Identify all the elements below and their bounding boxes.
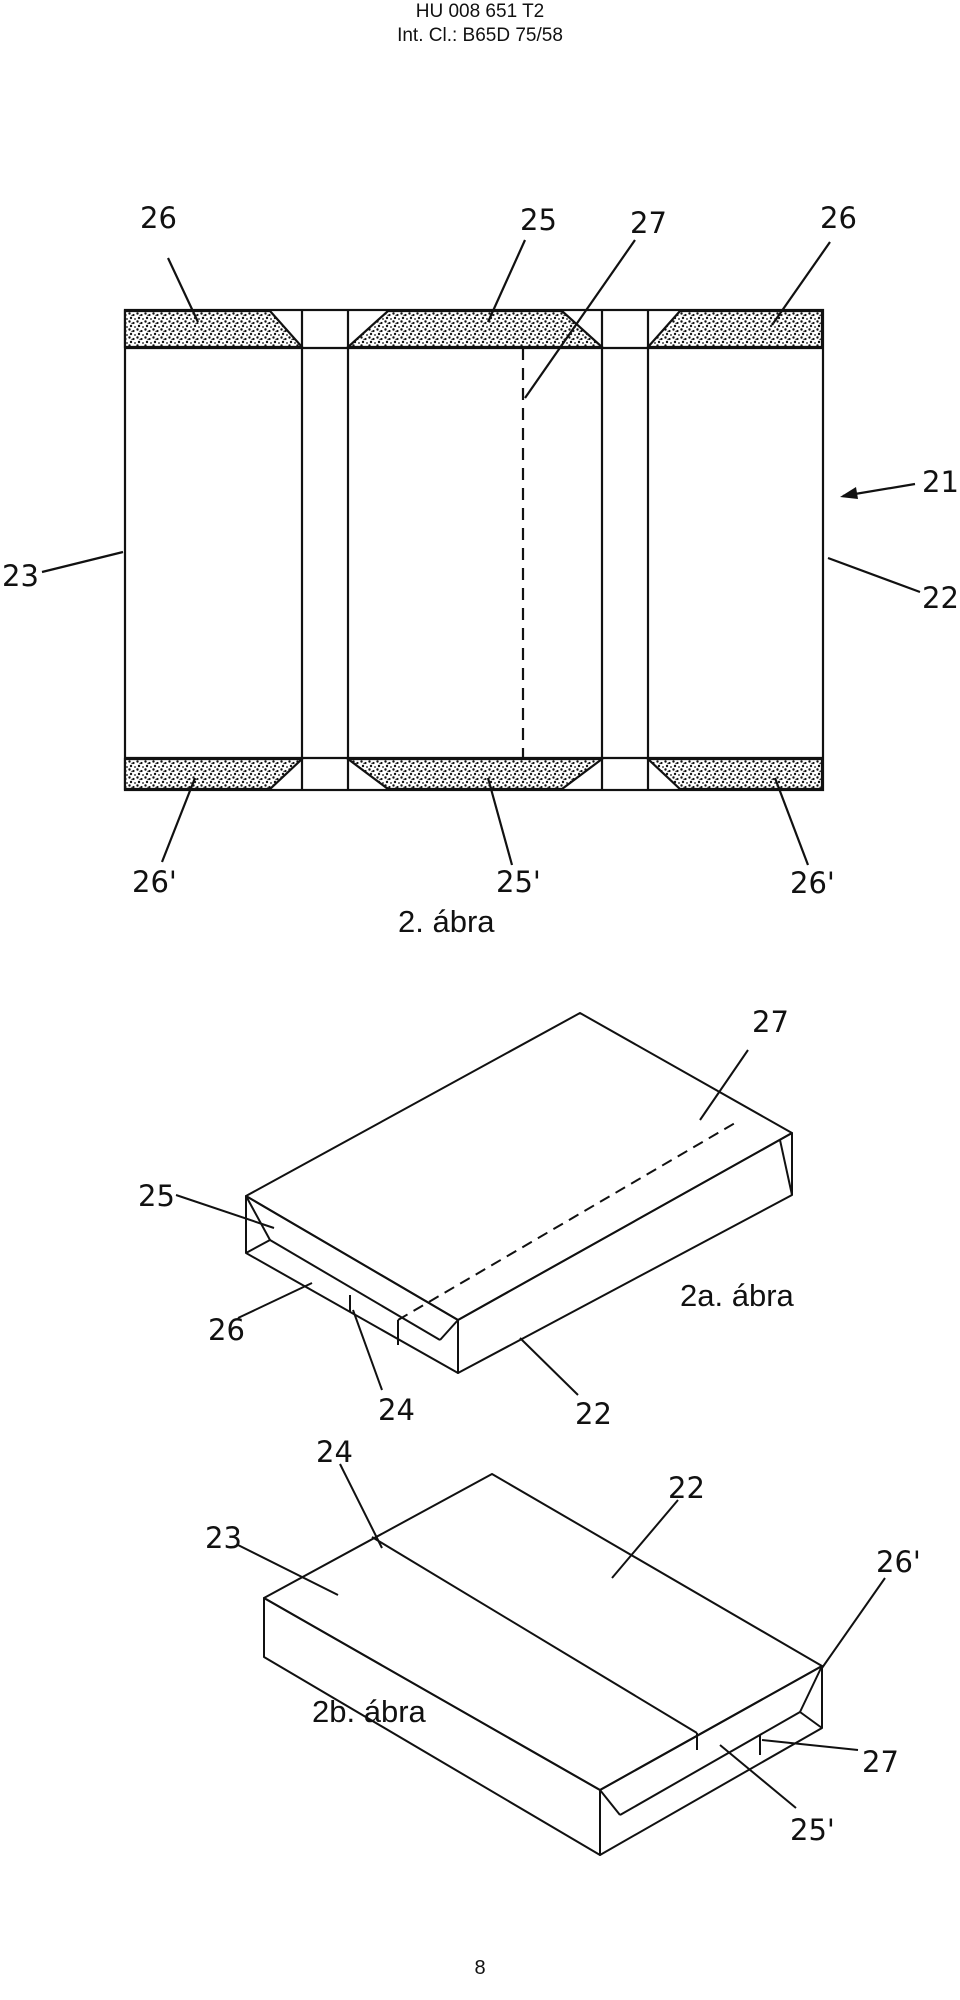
label-26-top-left: 26 [140, 201, 177, 235]
leader-27-2b [761, 1739, 859, 1751]
patent-number: HU 008 651 T2 [415, 1, 545, 22]
leader-23-2b [237, 1544, 339, 1596]
caption-figure-2a: 2a. ábra [680, 1278, 795, 1313]
leader-26-top-left [167, 257, 199, 323]
label-22-2a: 22 [575, 1397, 612, 1431]
figure-2 [41, 239, 921, 866]
end-flap-seam-2b [619, 1711, 801, 1816]
glue-zone-25-top [345, 309, 605, 349]
arrow-21-head [840, 487, 858, 499]
leader-25-2a [175, 1194, 275, 1229]
leader-25-top [486, 239, 527, 323]
leader-26p-bottom-right [773, 777, 810, 866]
end-flap-right [439, 1319, 459, 1373]
leader-26-2a [237, 1282, 313, 1319]
label-27-2a: 27 [752, 1005, 789, 1039]
leader-22 [827, 556, 921, 594]
leader-24-2b [339, 1463, 383, 1549]
end-flap-seam [269, 1239, 441, 1341]
glue-zone-25p-bottom [344, 757, 606, 791]
leader-25p-2b [719, 1744, 797, 1809]
label-26-top-right: 26 [820, 201, 857, 235]
glue-zone-26-top-left [123, 309, 305, 349]
caption-figure-2b: 2b. ábra [312, 1694, 427, 1729]
figure-2a [175, 1012, 793, 1396]
leader-26p-bottom-left [160, 777, 197, 863]
label-25-top: 25 [520, 203, 557, 237]
label-26-2a: 26 [208, 1313, 245, 1347]
label-25-2a: 25 [138, 1179, 175, 1213]
label-26p-bottom-left: 26' [132, 865, 177, 899]
end-flap-right-bevel [779, 1139, 793, 1196]
blank-outline [123, 308, 825, 792]
label-22: 22 [922, 581, 959, 615]
label-25p-2b: 25' [790, 1813, 835, 1847]
package-top-face-2b [263, 1473, 823, 1791]
classification-code: Int. Cl.: B65D 75/58 [397, 25, 563, 46]
end-flap-left-2b [599, 1789, 621, 1855]
leader-23 [41, 550, 124, 574]
caption-figure-2: 2. ábra [398, 904, 495, 939]
leader-27-top [524, 239, 636, 399]
label-27-2b: 27 [862, 1745, 899, 1779]
label-24-2b: 24 [316, 1435, 353, 1469]
label-27-top: 27 [630, 206, 667, 240]
glue-zone-26p-bottom-right [645, 757, 824, 791]
label-23-2b: 23 [205, 1521, 242, 1555]
leader-25p-bottom [486, 777, 514, 866]
page-number: 8 [474, 1957, 486, 1979]
glue-zone-26p-bottom-left [123, 757, 305, 791]
label-23: 23 [2, 559, 39, 593]
package-end-face [245, 1195, 459, 1374]
label-22-2b: 22 [668, 1471, 705, 1505]
label-21: 21 [922, 465, 959, 499]
label-25p-bottom: 25' [496, 865, 541, 899]
glue-zone-26-top-right [645, 309, 824, 349]
label-26p-2b: 26' [876, 1545, 921, 1579]
leader-26-top-right [771, 241, 831, 326]
fold-line-24-2b [371, 1536, 698, 1734]
figure-2b [237, 1463, 886, 1856]
package-front-face [457, 1132, 793, 1374]
leader-27-2a [699, 1049, 749, 1121]
label-26p-bottom-right: 26' [790, 866, 835, 900]
page-header: HU 008 651 T2 Int. Cl.: B65D 75/58 [0, 0, 960, 48]
tear-line-27-2a [397, 1122, 736, 1321]
leader-24-2a [352, 1309, 383, 1391]
label-24-2a: 24 [378, 1393, 415, 1427]
leader-22-2b [611, 1499, 679, 1579]
leader-26p-2b [821, 1577, 886, 1669]
leader-22-2a [519, 1337, 579, 1396]
